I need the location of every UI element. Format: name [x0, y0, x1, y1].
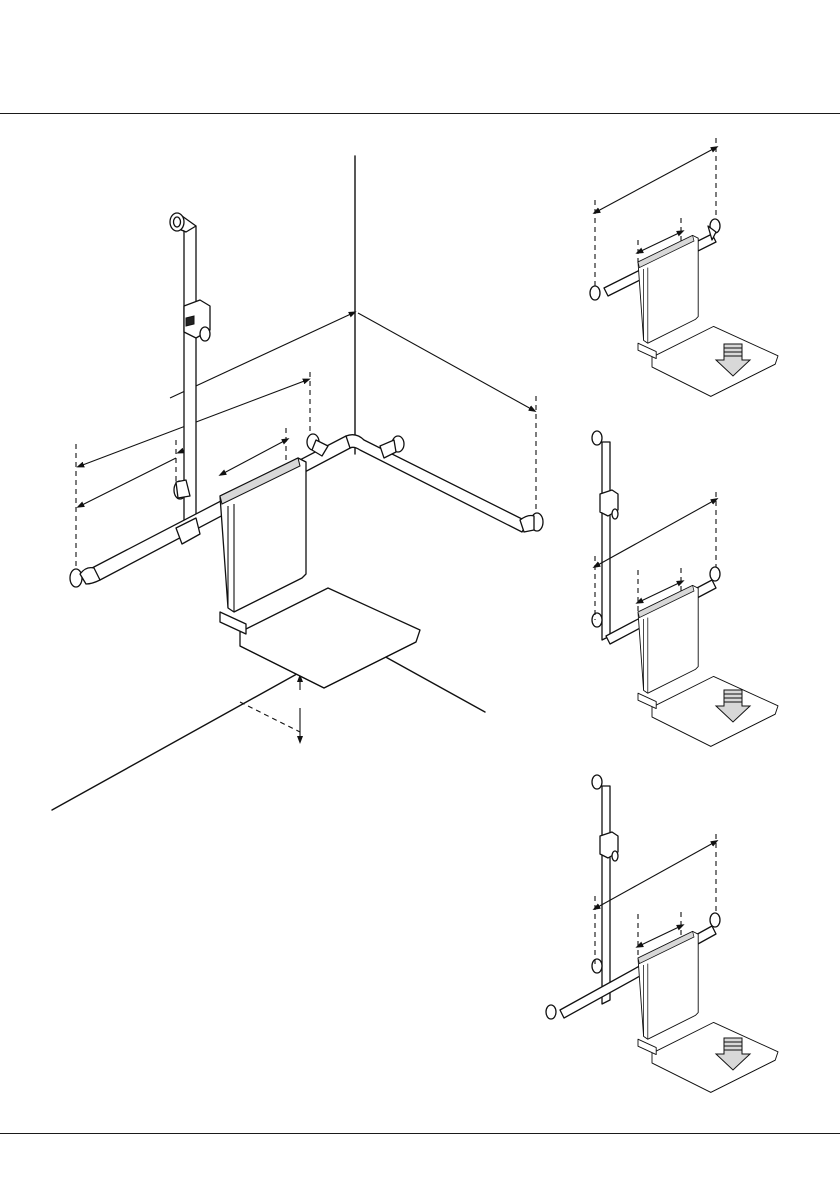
- folding-shower-seat: [220, 458, 420, 688]
- variant-vertical-rail-seat: [592, 431, 778, 746]
- variant-grab-bar-seat: [590, 138, 778, 396]
- variant-t-bar-seat: [546, 775, 778, 1092]
- main-installation-view: [52, 156, 543, 810]
